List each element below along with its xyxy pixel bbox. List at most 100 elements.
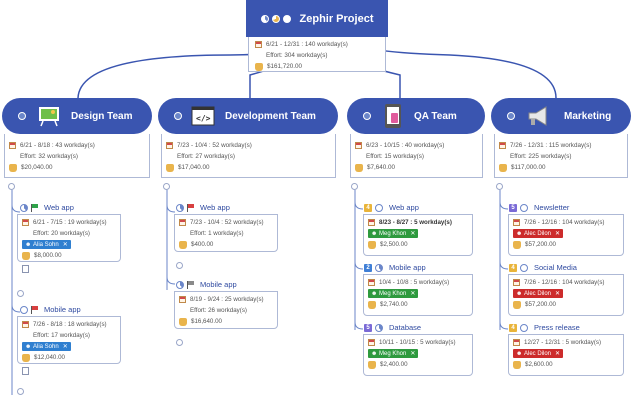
money-bag-icon (179, 317, 187, 326)
calendar-icon (368, 219, 375, 226)
pie-chart-icon (176, 280, 184, 289)
task-title-mobile-app[interactable]: Mobile app (176, 280, 237, 289)
team-summary-qa: 6/23 - 10/15 : 40 workday(s) Effort: 15 … (350, 134, 483, 178)
calendar-icon (368, 279, 375, 286)
note-icon[interactable] (22, 367, 29, 375)
pie-chart-icon (520, 203, 528, 212)
money-bag-icon (22, 353, 30, 362)
team-header-design[interactable]: Design Team (2, 98, 152, 134)
flag-icon (31, 204, 38, 212)
user-icon: ☻ (371, 290, 378, 297)
money-bag-icon (22, 251, 30, 260)
user-icon: ☻ (516, 290, 523, 297)
calendar-icon (513, 219, 520, 226)
money-bag-icon (513, 300, 521, 309)
flag-icon (187, 204, 194, 212)
pie-chart-icon (20, 203, 28, 212)
task-card: 10/11 - 10/15 : 5 workday(s) ☻ Meg Khon✕… (363, 334, 473, 376)
task-card: 10/4 - 10/8 : 5 workday(s) ☻ Meg Khon✕ $… (363, 274, 473, 316)
collapse-toggle[interactable] (17, 388, 24, 395)
collapse-toggle[interactable] (351, 183, 358, 190)
collapse-toggle[interactable] (176, 262, 183, 269)
calendar-icon (513, 339, 520, 346)
task-title-web-app[interactable]: Web app (20, 203, 74, 212)
money-bag-icon (166, 163, 174, 172)
task-title-web-app[interactable]: 4 Web app (364, 203, 419, 212)
team-summary-development: 7/23 - 10/4 : 52 workday(s) Effort: 27 w… (161, 134, 336, 178)
money-bag-icon (368, 300, 376, 309)
pie-chart-icon (520, 263, 528, 272)
pie-chart-icon (375, 263, 383, 272)
flag-icon (187, 281, 194, 289)
pie-chart-icon (363, 112, 371, 120)
team-name: Marketing (564, 110, 612, 122)
calendar-icon (513, 279, 520, 286)
remove-icon[interactable]: ✕ (410, 291, 416, 297)
remove-icon[interactable]: ✕ (555, 351, 561, 357)
team-header-development[interactable]: </> Development Team (158, 98, 338, 134)
priority-badge: 5 (364, 323, 372, 332)
person-tag[interactable]: ☻ Meg Khon✕ (368, 289, 419, 298)
task-title-database[interactable]: 5 Database (364, 323, 421, 332)
task-title-mobile-app[interactable]: Mobile app (20, 305, 81, 314)
collapse-toggle[interactable] (163, 183, 170, 190)
priority-badge: 2 (364, 263, 372, 272)
collapse-toggle[interactable] (496, 183, 503, 190)
team-summary-design: 6/21 - 8/18 : 43 workday(s) Effort: 32 w… (4, 134, 150, 178)
pie-chart-icon (174, 112, 182, 120)
project-title-box[interactable]: Zephir Project (246, 0, 388, 37)
task-card: 7/26 - 12/16 : 104 workday(s) ☻ Alec Dil… (508, 274, 624, 316)
task-title-newsletter[interactable]: 5 Newsletter (509, 203, 569, 212)
person-tag[interactable]: ☻ Meg Khon✕ (368, 229, 419, 238)
person-tag[interactable]: ☻ Alec Dilon✕ (513, 229, 564, 238)
task-card: 6/21 - 7/15 : 19 workday(s) Effort: 20 w… (17, 214, 121, 262)
remove-icon[interactable]: ✕ (410, 351, 416, 357)
collapse-toggle[interactable] (8, 183, 15, 190)
pie-chart-icon (260, 14, 294, 23)
project-title: Zephir Project (299, 12, 374, 25)
remove-icon[interactable]: ✕ (555, 231, 561, 237)
user-icon: ☻ (25, 241, 32, 248)
priority-badge: 4 (509, 263, 517, 272)
project-summary-card: 6/21 - 12/31 : 140 workday(s) Effort: 30… (248, 37, 386, 72)
note-icon[interactable] (22, 265, 29, 273)
remove-icon[interactable]: ✕ (555, 291, 561, 297)
easel-icon (39, 107, 59, 127)
calendar-icon (166, 142, 173, 149)
flag-icon (31, 306, 38, 314)
pie-chart-icon (507, 112, 515, 120)
calendar-icon (499, 142, 506, 149)
priority-badge: 4 (509, 323, 517, 332)
calendar-icon (355, 142, 362, 149)
collapse-toggle[interactable] (176, 339, 183, 346)
task-title-social-media[interactable]: 4 Social Media (509, 263, 577, 272)
calendar-icon (22, 219, 29, 226)
task-card: 7/26 - 12/16 : 104 workday(s) ☻ Alec Dil… (508, 214, 624, 256)
team-header-marketing[interactable]: Marketing (491, 98, 631, 134)
collapse-toggle[interactable] (17, 290, 24, 297)
person-tag[interactable]: ☻ Alia Sohn✕ (22, 240, 71, 249)
team-name: Design Team (71, 110, 133, 122)
task-title-press-release[interactable]: 4 Press release (509, 323, 580, 332)
task-card: 7/23 - 10/4 : 52 workday(s) Effort: 1 wo… (174, 214, 278, 252)
remove-icon[interactable]: ✕ (62, 242, 68, 248)
task-title-web-app[interactable]: Web app (176, 203, 230, 212)
money-bag-icon (513, 360, 521, 369)
money-bag-icon (513, 240, 521, 249)
pie-chart-icon (520, 323, 528, 332)
money-bag-icon (368, 360, 376, 369)
team-name: QA Team (414, 110, 457, 122)
person-tag[interactable]: ☻ Alia Sohn✕ (22, 342, 71, 351)
remove-icon[interactable]: ✕ (62, 344, 68, 350)
person-tag[interactable]: ☻ Alec Dilon✕ (513, 349, 564, 358)
team-summary-marketing: 7/26 - 12/31 : 115 workday(s) Effort: 22… (494, 134, 628, 178)
team-header-qa[interactable]: QA Team (347, 98, 485, 134)
person-tag[interactable]: ☻ Alec Dilon✕ (513, 289, 564, 298)
person-tag[interactable]: ☻ Meg Khon✕ (368, 349, 419, 358)
task-title-mobile-app[interactable]: 2 Mobile app (364, 263, 426, 272)
megaphone-icon (528, 106, 547, 126)
money-bag-icon (179, 240, 187, 249)
priority-badge: 5 (509, 203, 517, 212)
remove-icon[interactable]: ✕ (410, 231, 416, 237)
money-bag-icon (368, 240, 376, 249)
